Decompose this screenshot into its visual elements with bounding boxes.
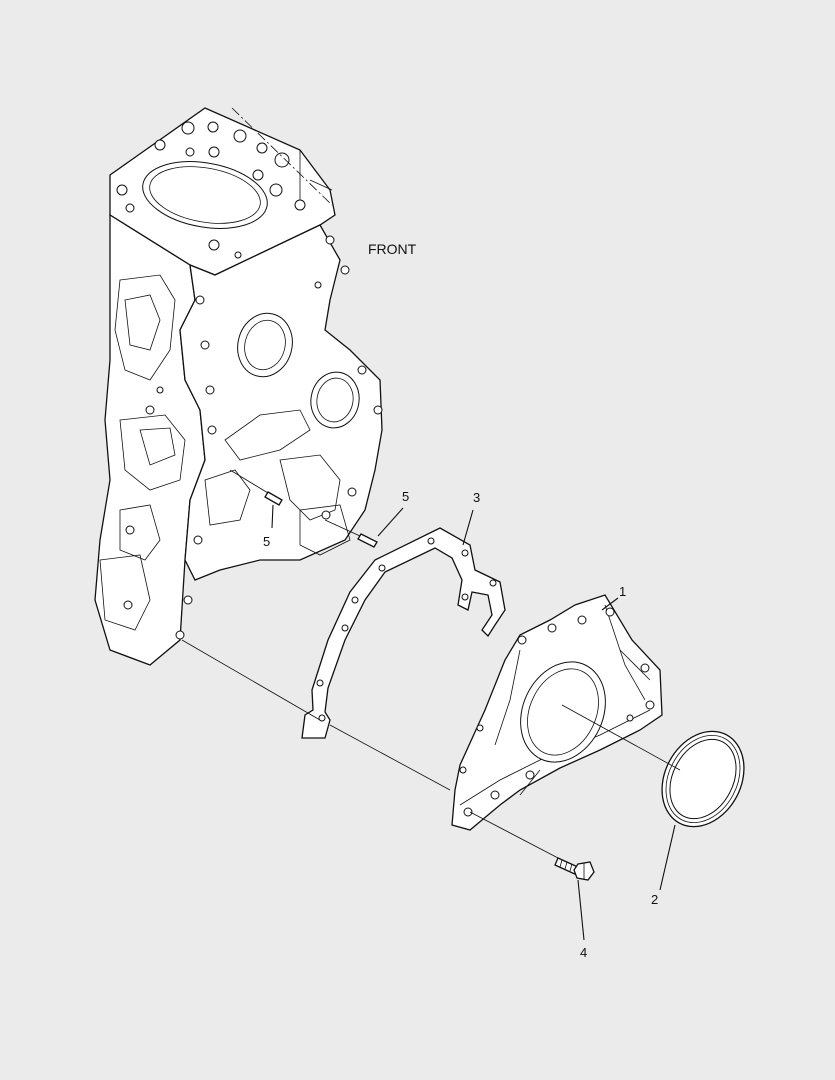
seal-carrier [451, 594, 663, 831]
callout-2: 2 [651, 892, 658, 907]
leader-lines [271, 504, 676, 941]
callout-1: 1 [619, 584, 626, 599]
engine-block [94, 107, 383, 666]
callout-5-left: 5 [263, 534, 270, 549]
gasket [301, 527, 506, 739]
front-label: FRONT [368, 241, 417, 257]
assembly-lines [181, 469, 681, 859]
bolt [554, 857, 595, 881]
callout-4: 4 [580, 945, 587, 960]
oil-seal-ring [661, 730, 745, 828]
callout-3: 3 [473, 490, 480, 505]
dowel-pins [264, 491, 378, 548]
callout-5-right: 5 [402, 489, 409, 504]
